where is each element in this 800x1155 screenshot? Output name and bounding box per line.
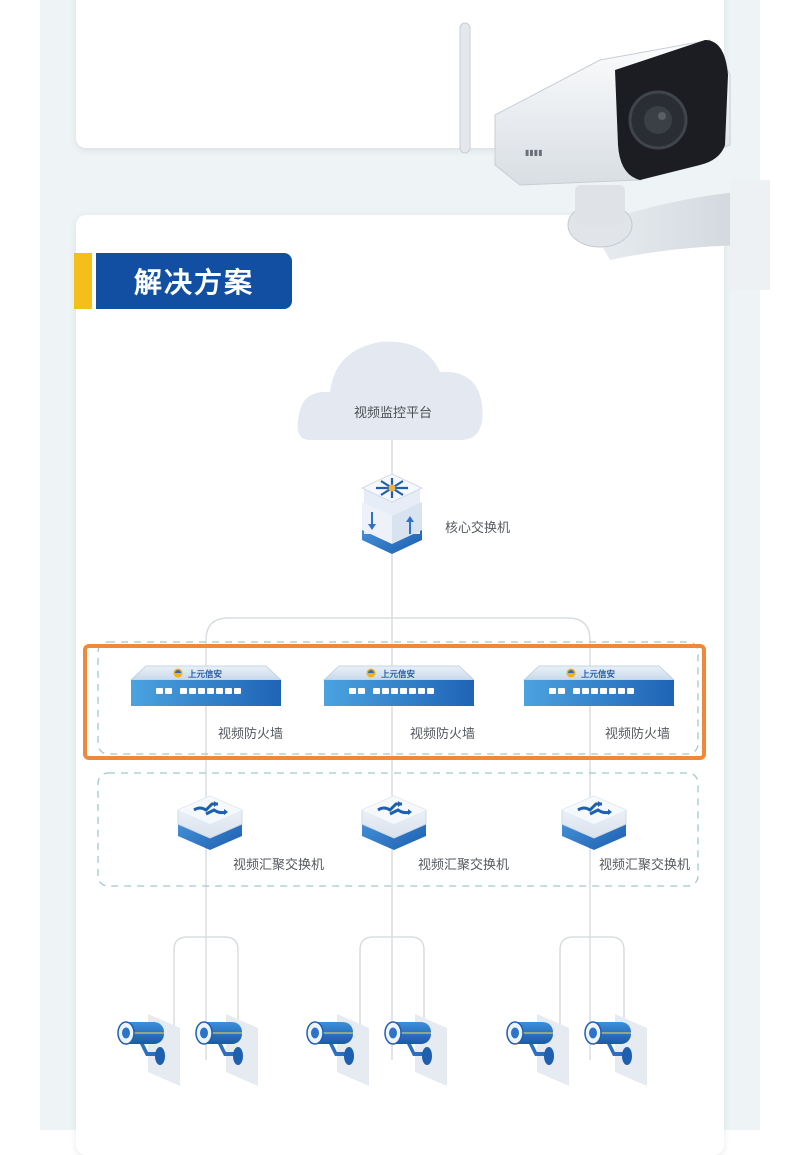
section-accent-bar xyxy=(74,253,92,309)
firewall-appliance-icon xyxy=(130,665,282,707)
aggregation-switch-icon xyxy=(560,794,628,852)
cctv-camera-icon xyxy=(117,1013,181,1087)
core-switch-label: 核心交换机 xyxy=(445,521,511,536)
svg-text:▮▮▮▮: ▮▮▮▮ xyxy=(525,148,543,157)
firewall-appliance-icon xyxy=(323,665,475,707)
aggregation-switch-icon xyxy=(176,794,244,852)
platform-label: 视频监控平台 xyxy=(354,406,433,421)
firewall-highlight-box xyxy=(83,644,706,760)
cctv-camera-icon xyxy=(384,1013,448,1087)
cloud-icon xyxy=(297,341,483,440)
aggregation-switch-label: 视频汇聚交换机 xyxy=(418,858,510,873)
aggregation-switch-icon xyxy=(360,794,428,852)
aggregation-switch-label: 视频汇聚交换机 xyxy=(233,858,325,873)
firewall-label: 视频防火墙 xyxy=(605,727,671,742)
firewall-label: 视频防火墙 xyxy=(410,727,476,742)
cctv-camera-icon xyxy=(584,1013,648,1087)
security-camera-photo: ▮▮▮▮ xyxy=(459,22,770,290)
network-topology-diagram: 上元信安 xyxy=(83,341,706,1087)
firewall-label: 视频防火墙 xyxy=(218,727,284,742)
core-switch-icon xyxy=(360,473,424,554)
aggregation-switch-label: 视频汇聚交换机 xyxy=(599,858,691,873)
cctv-camera-icon xyxy=(306,1013,370,1087)
section-title: 解决方案 xyxy=(96,253,292,309)
aggregation-zone-border xyxy=(97,772,699,887)
cctv-camera-icon xyxy=(506,1013,570,1087)
firewall-appliance-icon xyxy=(523,665,675,707)
firewall-zone-border xyxy=(97,641,699,755)
